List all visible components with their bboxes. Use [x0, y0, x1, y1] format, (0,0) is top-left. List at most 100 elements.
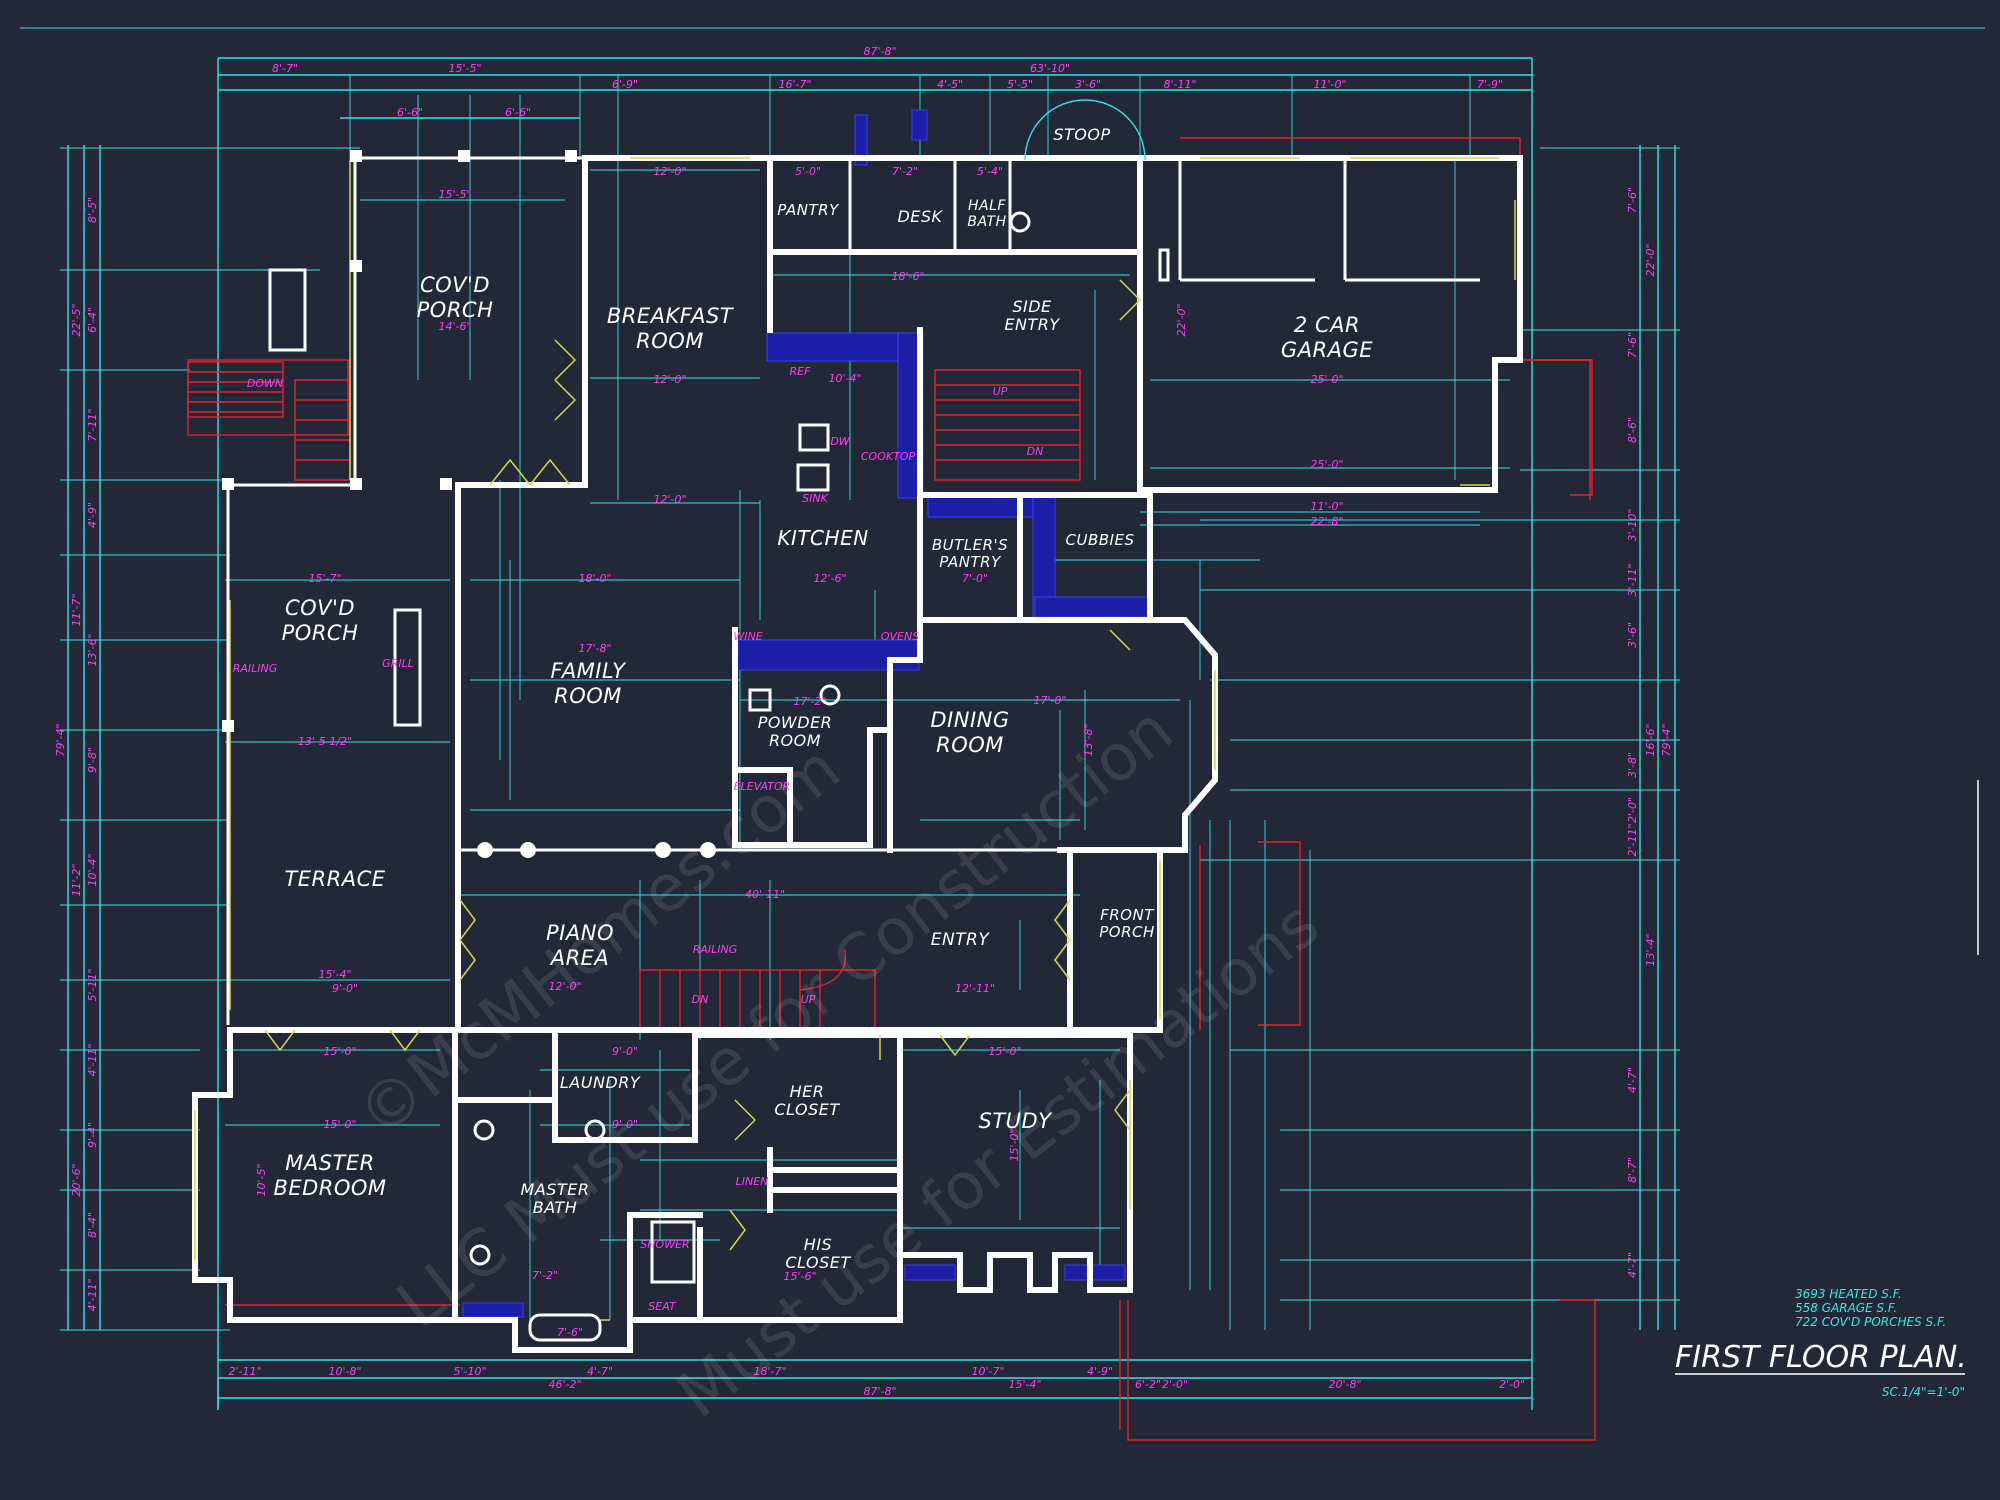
dim-left-3: 6'-4"	[86, 307, 99, 333]
room-butlers: BUTLER'S	[932, 536, 1008, 554]
dim-left-10: 10'-4"	[86, 853, 99, 886]
dim-laundry2: 9'-0"	[612, 1118, 638, 1131]
room-side-entry-2: ENTRY	[1004, 315, 1060, 334]
note-dn: DN	[1027, 445, 1044, 458]
room-breakfast-2: ROOM	[636, 329, 704, 353]
dim-terrace-w2: 9'-0"	[332, 982, 358, 995]
room-covd-porch-left-2: PORCH	[282, 621, 359, 645]
dim-garage-d: 22'-0"	[1175, 303, 1188, 336]
dim-right-8: 16'-6"	[1644, 723, 1657, 756]
dim-side-entry: 18'-6"	[891, 270, 924, 283]
room-piano-2: AREA	[549, 946, 610, 970]
dim-top-1: 8'-7"	[272, 62, 298, 75]
dim-top3-2: 6'-6"	[505, 106, 531, 119]
room-his-closet-2: CLOSET	[785, 1253, 851, 1272]
dim-bot-11: 20'-8"	[1328, 1378, 1361, 1391]
dim-laundry: 9'-0"	[612, 1045, 638, 1058]
room-her-closet-2: CLOSET	[774, 1100, 840, 1119]
dim-top-2: 15'-5"	[448, 62, 481, 75]
room-master-bedroom-2: BEDROOM	[273, 1176, 386, 1200]
dim-his: 15'-6"	[783, 1270, 816, 1283]
room-garage: 2 CAR	[1294, 313, 1360, 337]
drawing-scale: SC.1/4"=1'-0"	[1882, 1385, 1965, 1399]
dim-porch-left-w2: 13'-5 1/2"	[298, 735, 352, 748]
room-his-closet: HIS	[804, 1235, 832, 1254]
room-butlers-2: PANTRY	[939, 553, 1002, 571]
dim-left-5: 4'-9"	[86, 502, 99, 528]
dim-right-14: 8'-7"	[1626, 1157, 1639, 1183]
area-garage: 558 GARAGE S.F.	[1795, 1301, 1897, 1315]
area-heated: 3693 HEATED S.F.	[1795, 1287, 1902, 1301]
dim-top2-8: 7'-9"	[1477, 78, 1503, 91]
dim-left-11: 5'-11"	[86, 968, 99, 1001]
dim-piano-w: 12'-0"	[548, 980, 581, 993]
dim-breakfast-w3: 12'-0"	[653, 493, 686, 506]
dim-right-12: 13'-4"	[1644, 933, 1657, 966]
room-garage-2: GARAGE	[1281, 338, 1373, 362]
dim-top3-1: 6'-6"	[397, 106, 423, 119]
room-dining-2: ROOM	[936, 733, 1004, 757]
dim-dining-w: 17'-0"	[1033, 694, 1066, 707]
room-master-bedroom: MASTER	[285, 1151, 375, 1175]
dim-porch-top-w: 15'-5"	[438, 188, 471, 201]
dimension-labels: 87'-8" 8'-7" 15'-5" 63'-10" 6'-9" 16'-7"…	[54, 45, 1673, 1398]
dim-desk: 7'-2"	[892, 165, 918, 178]
room-study: STUDY	[978, 1109, 1053, 1133]
dim-top2-2: 16'-7"	[778, 78, 811, 91]
dim-entry-span: 40'-11"	[745, 888, 785, 901]
note-ovens: OVENS	[881, 630, 919, 643]
door-swings	[264, 279, 1142, 1251]
dim-left-1: 8'-5"	[86, 197, 99, 223]
room-master-bath: MASTER	[521, 1180, 590, 1199]
dim-halfbath: 5'-4"	[977, 165, 1003, 178]
note-sink: SINK	[802, 492, 828, 505]
room-stoop: STOOP	[1053, 125, 1110, 144]
dim-left-15: 8'-4"	[86, 1212, 99, 1238]
dim-porch-top-d: 14'-6"	[438, 320, 471, 333]
dim-entry-w: 12'-11"	[955, 982, 995, 995]
note-up: UP	[993, 385, 1008, 398]
room-laundry: LAUNDRY	[560, 1073, 641, 1092]
note-railing: RAILING	[233, 662, 278, 675]
note-elevator: ELEVATOR	[734, 780, 791, 793]
dim-bot-6: 10'-7"	[971, 1365, 1004, 1378]
dim-right-11: 2'-11"	[1626, 823, 1639, 856]
room-labels: COV'D PORCH BREAKFAST ROOM PANTRY DESK H…	[273, 125, 1373, 1272]
room-terrace: TERRACE	[284, 867, 385, 891]
dim-left-8: 9'-8"	[86, 747, 99, 773]
note-refr: REF	[790, 365, 812, 378]
room-front-porch-2: PORCH	[1099, 923, 1155, 941]
dim-right-overall: 79'-4"	[1660, 723, 1673, 756]
dim-breakfast-w2: 12'-0"	[653, 373, 686, 386]
dim-right-7: 3'-6"	[1626, 622, 1639, 648]
dim-right-15: 4'-7"	[1626, 1252, 1639, 1278]
dim-left-16: 4'-11"	[86, 1278, 99, 1311]
dim-bot2: 46'-2"	[548, 1378, 581, 1391]
dim-bot-3: 5'-10"	[453, 1365, 486, 1378]
room-covd-porch-top-2: PORCH	[417, 298, 494, 322]
room-her-closet: HER	[790, 1082, 825, 1101]
dim-family-w: 18'-0"	[578, 572, 611, 585]
note-wine: WINE	[733, 630, 762, 643]
dim-study-w: 15'-0"	[988, 1045, 1021, 1058]
note-shower: SHOWER	[640, 1238, 689, 1251]
dim-overall-bottom: 87'-8"	[863, 1385, 896, 1398]
dim-left-9: 11'-2"	[70, 863, 83, 896]
dim-terrace-w: 15'-4"	[318, 968, 351, 981]
dim-garage-bottom: 22'-8"	[1310, 515, 1343, 528]
dim-bot-7: 15'-4"	[1008, 1378, 1041, 1391]
dim-family-w2: 17'-8"	[578, 642, 611, 655]
room-covd-porch-top: COV'D	[420, 273, 490, 297]
dim-garage-w: 25'-0"	[1310, 373, 1343, 386]
room-powder: POWDER	[758, 713, 833, 732]
note-linen: LINEN	[736, 1175, 769, 1188]
dim-breakfast-w: 12'-0"	[653, 165, 686, 178]
room-family: FAMILY	[550, 659, 627, 683]
dim-right-10: 2'-0"	[1626, 797, 1639, 823]
note-down: DOWN	[247, 377, 283, 390]
room-kitchen: KITCHEN	[777, 526, 868, 550]
dim-left-6: 11'-7"	[70, 593, 83, 626]
dim-right-13: 4'-7"	[1626, 1067, 1639, 1093]
dimension-lines	[20, 27, 1985, 1410]
walls	[192, 155, 1523, 1353]
